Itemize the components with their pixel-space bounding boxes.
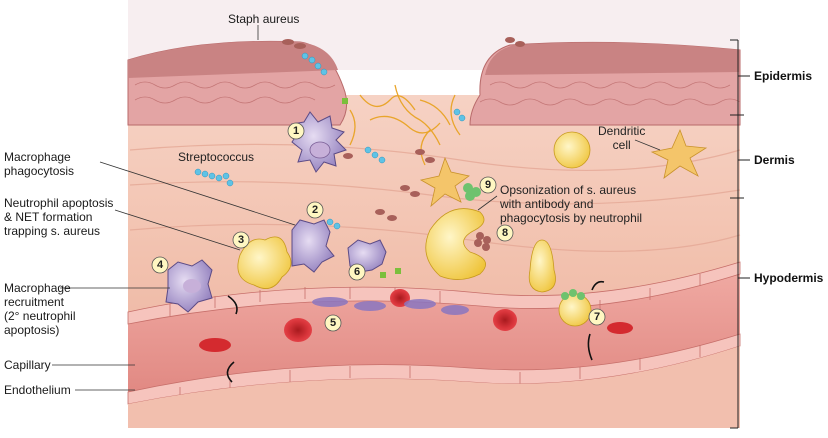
step-marker [151,256,169,274]
step-marker [348,263,366,281]
dendritic-cell [419,156,470,208]
step-marker [496,224,514,242]
migrating-leukocytes [312,297,469,315]
neutrophil-cell [553,131,591,169]
streptococcus-bacteria [194,52,466,230]
macrophage-cell [291,219,335,273]
neutrophil-net [237,236,292,289]
step-2: 2 [312,204,318,216]
rbc [607,322,633,334]
label-streptococcus: Streptococcus [178,150,255,164]
label-staph-aureus: Staph aureus [228,12,300,26]
neutrophil-extravasating [528,239,556,293]
label-dendritic-cell: Dendritic cell [598,124,646,152]
step-marker [287,122,305,140]
arrow-icon [587,333,593,361]
step-7: 7 [594,311,600,323]
step-marker [306,201,324,219]
dermis-fibers [129,143,741,252]
layer-epidermis: Epidermis [754,69,813,83]
step-marker [232,231,250,249]
macrophage-cell [290,111,347,173]
label-opsonization: Opsonization of s. aureus with antibody … [500,183,643,225]
layer-bracket [730,39,750,429]
layer-hypodermis: Hypodermis [754,271,824,285]
macrophage-cell [165,259,213,313]
label-endothelium: Endothelium [4,383,71,397]
lower-tissue [128,346,740,428]
layer-dermis: Dermis [754,153,795,167]
antibody-opsonized-bacteria [463,183,585,300]
label-macrophage-phagocytosis: Macrophage phagocytosis [4,150,75,178]
step-5: 5 [330,317,336,329]
arrow-icon [591,280,605,291]
neutrophil-phagocytosis [425,208,487,280]
leader-lines [52,25,661,391]
step-marker [324,314,342,332]
step-markers [151,122,606,332]
step-numbers: 1 2 3 4 5 6 7 8 9 [157,125,600,329]
epidermis-left-top [128,41,338,78]
step-3: 3 [238,234,244,246]
epidermis-right-top [485,42,740,75]
step-1: 1 [293,125,299,137]
label-macrophage-recruitment: Macrophage recruitment (2° neutrophil ap… [4,281,76,337]
step-marker [479,176,497,194]
antigen-fragments [342,98,401,278]
rbc [199,338,231,352]
epidermis-cells [134,81,741,106]
dendritic-cell [650,128,708,179]
label-capillary: Capillary [4,358,51,372]
step-8: 8 [502,227,508,239]
step-4: 4 [157,259,164,271]
arrow-icon [227,295,238,315]
rbc [493,309,517,331]
fibrin-threads [349,84,461,166]
step-6: 6 [354,266,360,278]
label-neutrophil-apoptosis: Neutrophil apoptosis & NET formation tra… [4,196,114,238]
phagocytosed-bacteria-cluster [474,232,491,251]
step-9: 9 [485,179,491,191]
staph-aureus-bacteria [282,37,525,221]
arrow-icon [226,361,235,383]
endothelium-cell-dividers [169,274,701,399]
rbc [284,318,312,342]
flow-arrows [226,280,605,383]
step-marker [588,308,606,326]
